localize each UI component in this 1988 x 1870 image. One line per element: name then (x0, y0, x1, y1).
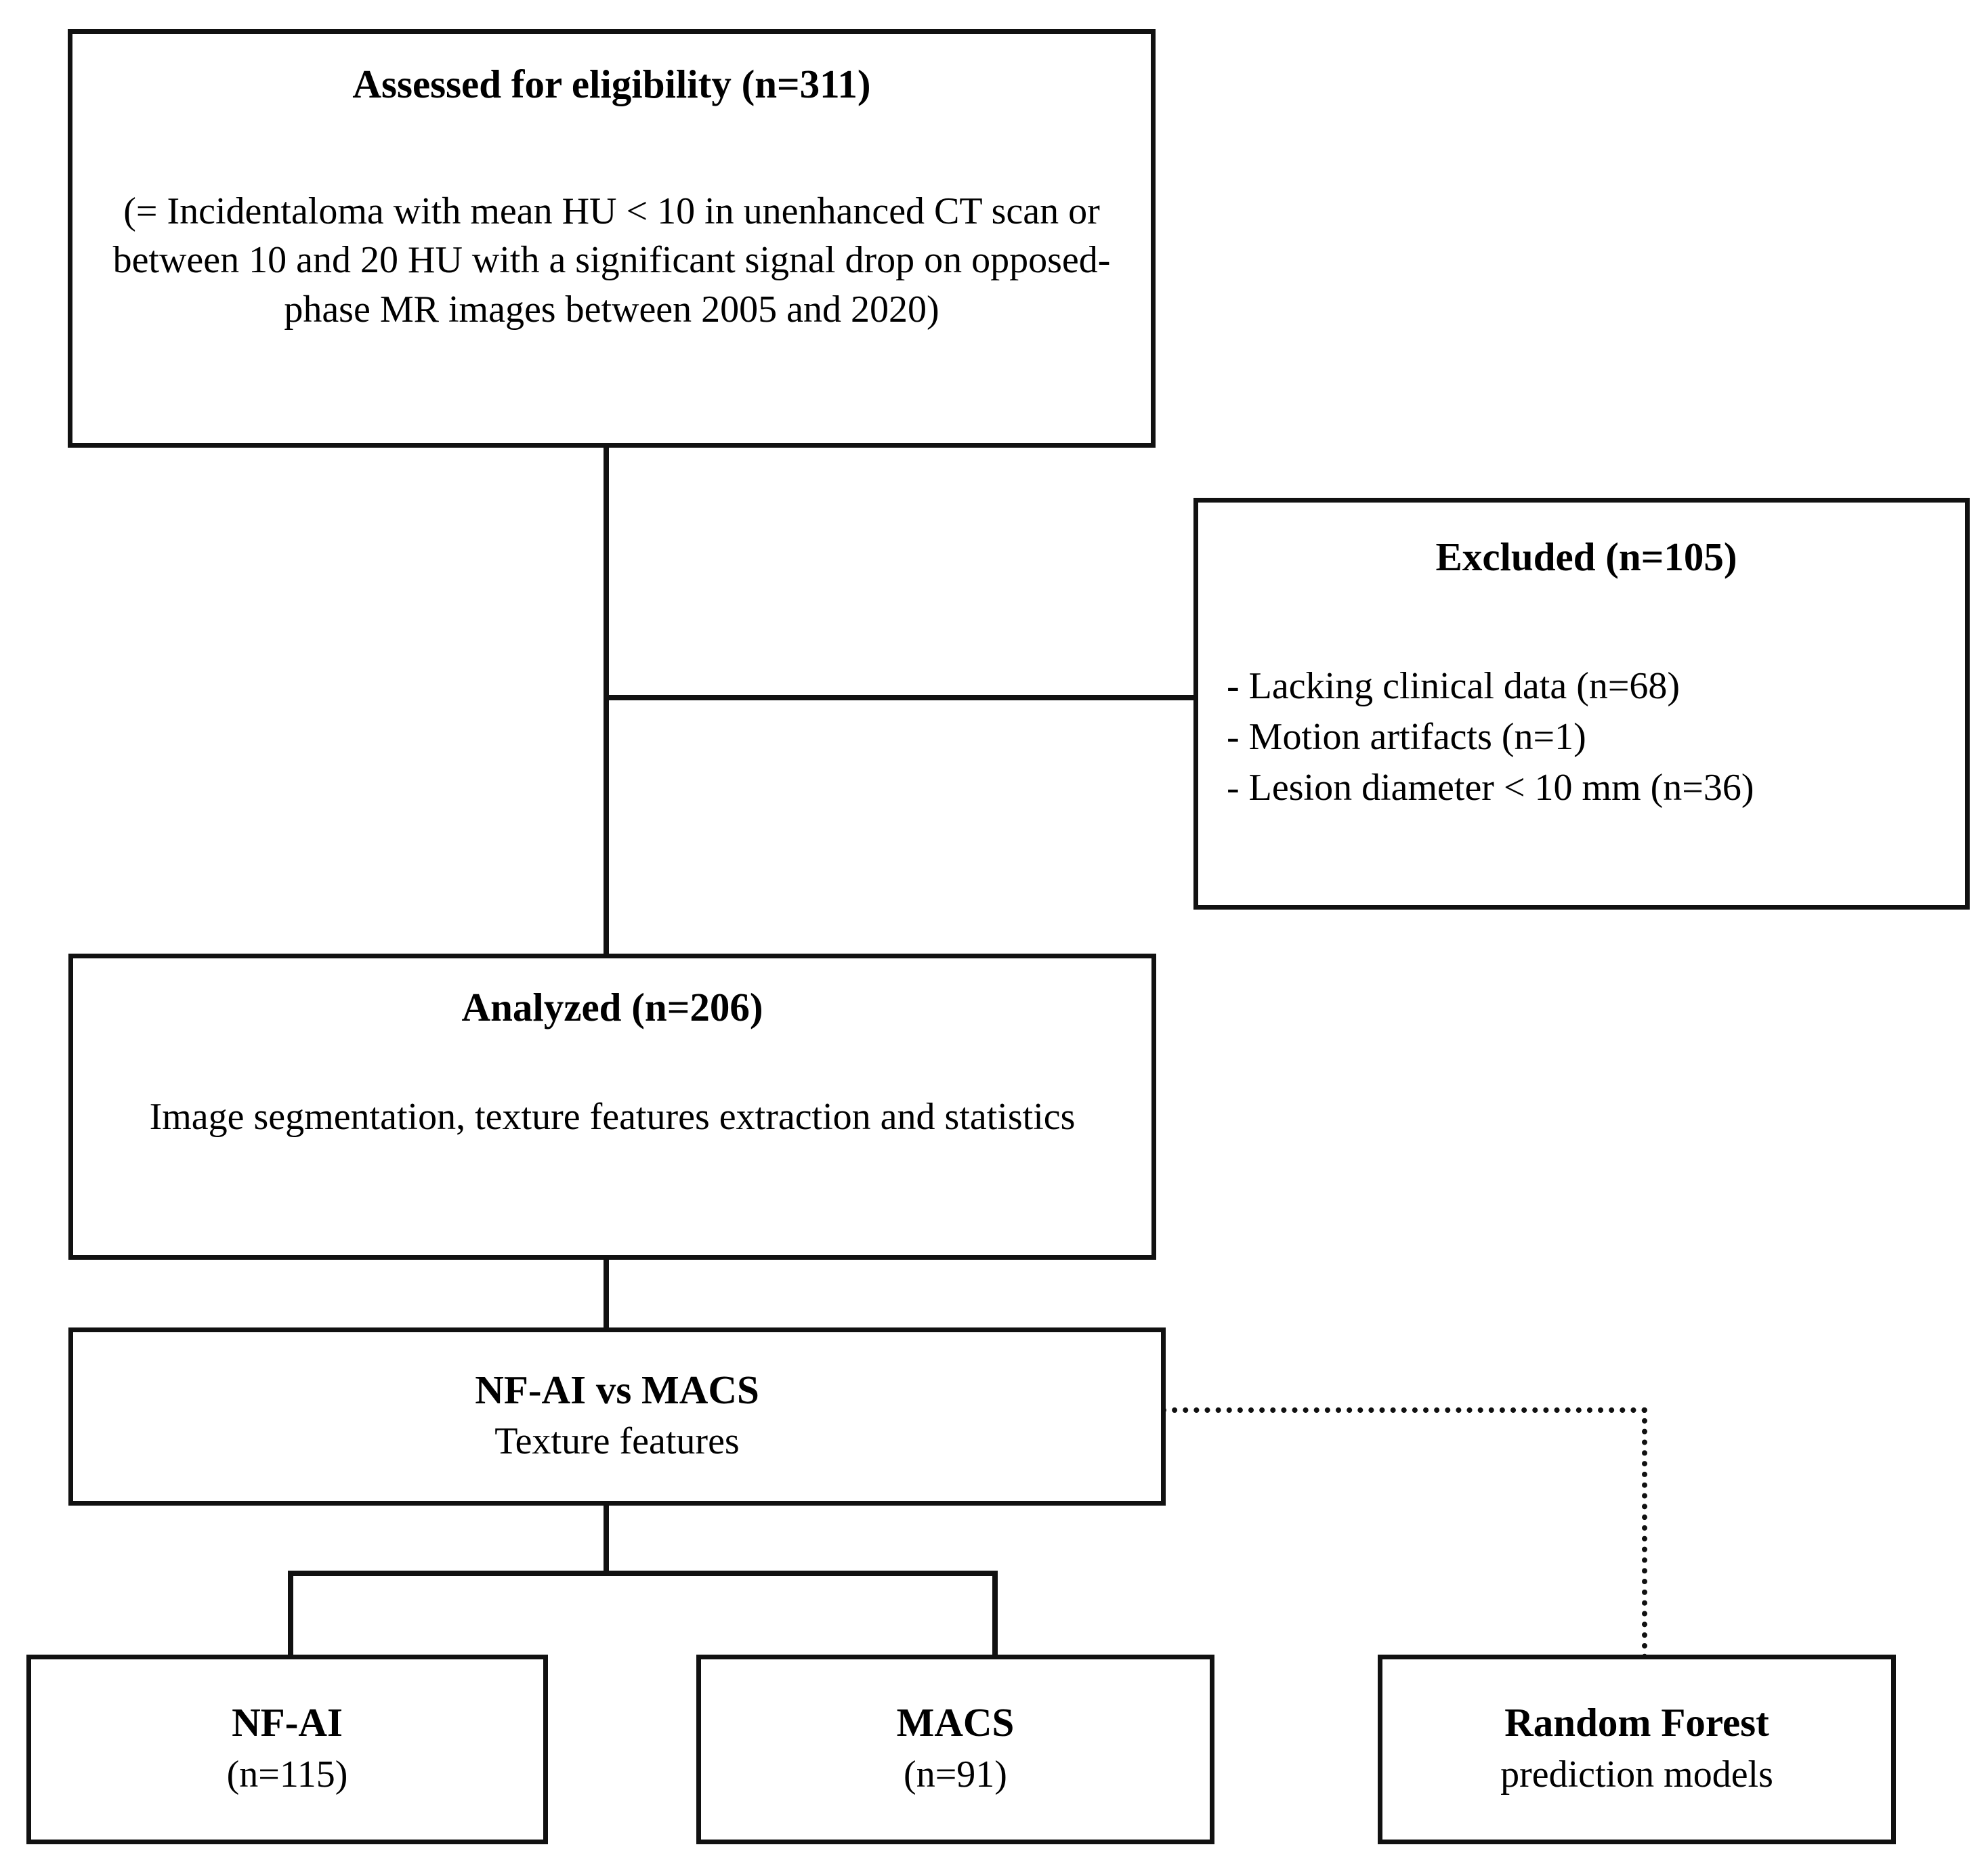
node-content: MACS (n=91) (701, 1659, 1210, 1840)
node-content: Excluded (n=105) - Lacking clinical data… (1198, 503, 1965, 905)
exclusion-reason-list: - Lacking clinical data (n=68) - Motion … (1227, 661, 1946, 813)
node-analyzed: Analyzed (n=206) Image segmentation, tex… (68, 954, 1156, 1260)
node-title-nfai: NF-AI (232, 1699, 343, 1745)
node-nfai: NF-AI (n=115) (26, 1655, 548, 1844)
connector-fork-to-nfai (288, 1571, 293, 1659)
node-title-random-forest: Random Forest (1504, 1699, 1769, 1745)
node-content: NF-AI (n=115) (31, 1659, 543, 1840)
node-content: Analyzed (n=206) Image segmentation, tex… (73, 958, 1151, 1255)
node-body-analyzed: Image segmentation, texture features ext… (149, 1095, 1076, 1138)
node-excluded: Excluded (n=105) - Lacking clinical data… (1193, 498, 1970, 910)
connector-dotted-horizontal-to-random-forest (1161, 1407, 1647, 1413)
connector-eligibility-to-analyzed (604, 444, 609, 957)
node-count-macs: (n=91) (904, 1754, 1007, 1796)
exclusion-reason-item: - Lesion diameter < 10 mm (n=36) (1227, 766, 1754, 809)
exclusion-reason-item: - Motion artifacts (n=1) (1227, 715, 1586, 758)
node-title-macs: MACS (896, 1699, 1015, 1745)
connector-comparison-stem (604, 1501, 609, 1575)
node-title-nfai-vs-macs: NF-AI vs MACS (475, 1367, 759, 1413)
node-macs: MACS (n=91) (696, 1655, 1214, 1844)
node-body-assessed-for-eligibility: (= Incidentaloma with mean HU < 10 in un… (112, 190, 1111, 331)
node-assessed-for-eligibility: Assessed for eligibility (n=311) (= Inci… (68, 29, 1156, 448)
exclusion-reason-item: - Lacking clinical data (n=68) (1227, 664, 1680, 707)
connector-analyzed-to-comparison (604, 1254, 609, 1332)
node-count-nfai: (n=115) (226, 1754, 348, 1796)
node-title-assessed-for-eligibility: Assessed for eligibility (n=311) (352, 62, 871, 106)
node-title-analyzed: Analyzed (n=206) (461, 985, 763, 1029)
connector-dotted-vertical-to-random-forest (1642, 1407, 1647, 1659)
node-subtitle-texture-features: Texture features (494, 1420, 740, 1462)
node-content: NF-AI vs MACS Texture features (73, 1332, 1161, 1501)
node-nfai-vs-macs: NF-AI vs MACS Texture features (68, 1327, 1166, 1506)
connector-fork-horizontal-bar (288, 1571, 998, 1576)
node-title-excluded: Excluded (n=105) (1435, 534, 1737, 579)
connector-eligibility-to-excluded (604, 695, 1196, 700)
node-content: Assessed for eligibility (n=311) (= Inci… (72, 34, 1151, 443)
node-subtitle-prediction-models: prediction models (1500, 1754, 1773, 1796)
node-random-forest: Random Forest prediction models (1378, 1655, 1896, 1844)
connector-fork-to-macs (992, 1571, 998, 1659)
node-content: Random Forest prediction models (1382, 1659, 1891, 1840)
